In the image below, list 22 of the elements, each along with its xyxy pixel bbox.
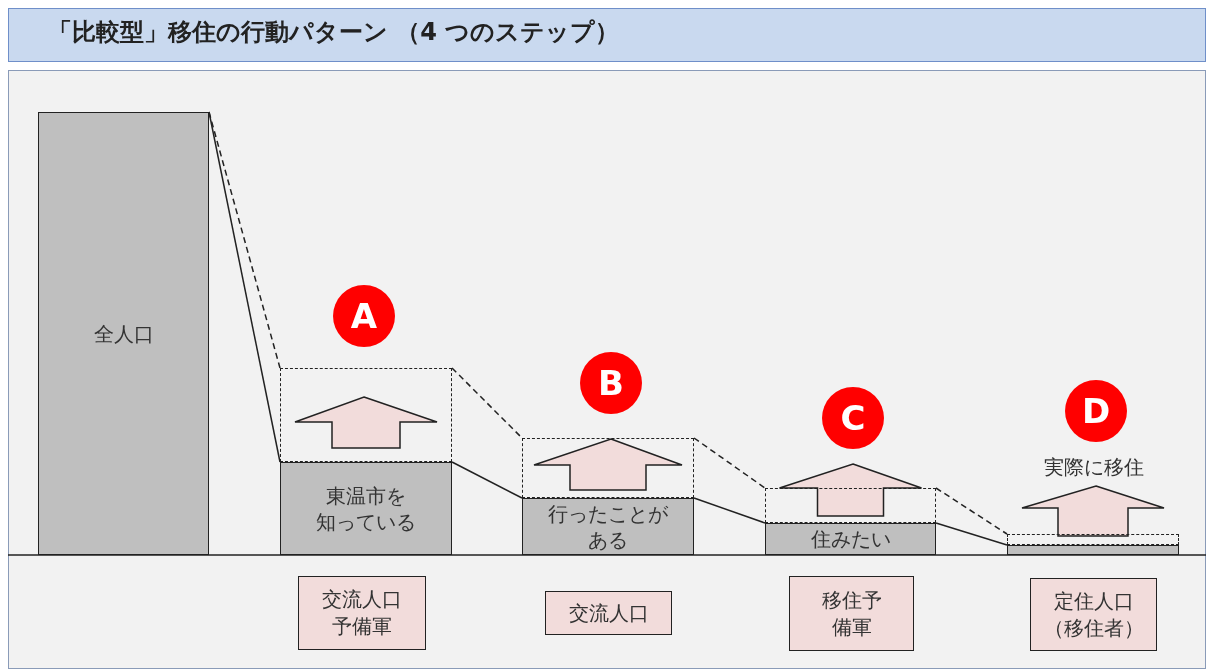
category-box: 交流人口予備軍: [298, 576, 426, 650]
population-bar: 東温市を知っている: [280, 462, 452, 555]
block-arrow: [778, 463, 923, 517]
dashed-connector: [935, 487, 1008, 535]
dashed-connector: [693, 437, 766, 489]
category-box: 定住人口（移住者）: [1030, 578, 1157, 651]
step-caption: 実際に移住: [1043, 454, 1145, 481]
category-box: 移住予備軍: [789, 576, 914, 651]
population-bar: 全人口: [38, 112, 209, 555]
population-bar: 行ったことがある: [522, 498, 694, 555]
dashed-connector: [208, 111, 281, 369]
population-bar: [1007, 545, 1179, 555]
category-box: 交流人口: [545, 591, 672, 635]
diagram-title: 「比較型」移住の行動パターン （4 つのステップ）: [48, 17, 620, 48]
connector-line: [451, 461, 523, 499]
block-arrow: [533, 438, 683, 491]
dashed-connector: [451, 367, 523, 439]
block-arrow: [294, 396, 438, 449]
population-bar: 住みたい: [765, 523, 936, 555]
connector-line: [693, 497, 766, 524]
block-arrow: [1021, 485, 1165, 537]
connector-line: [935, 522, 1008, 546]
